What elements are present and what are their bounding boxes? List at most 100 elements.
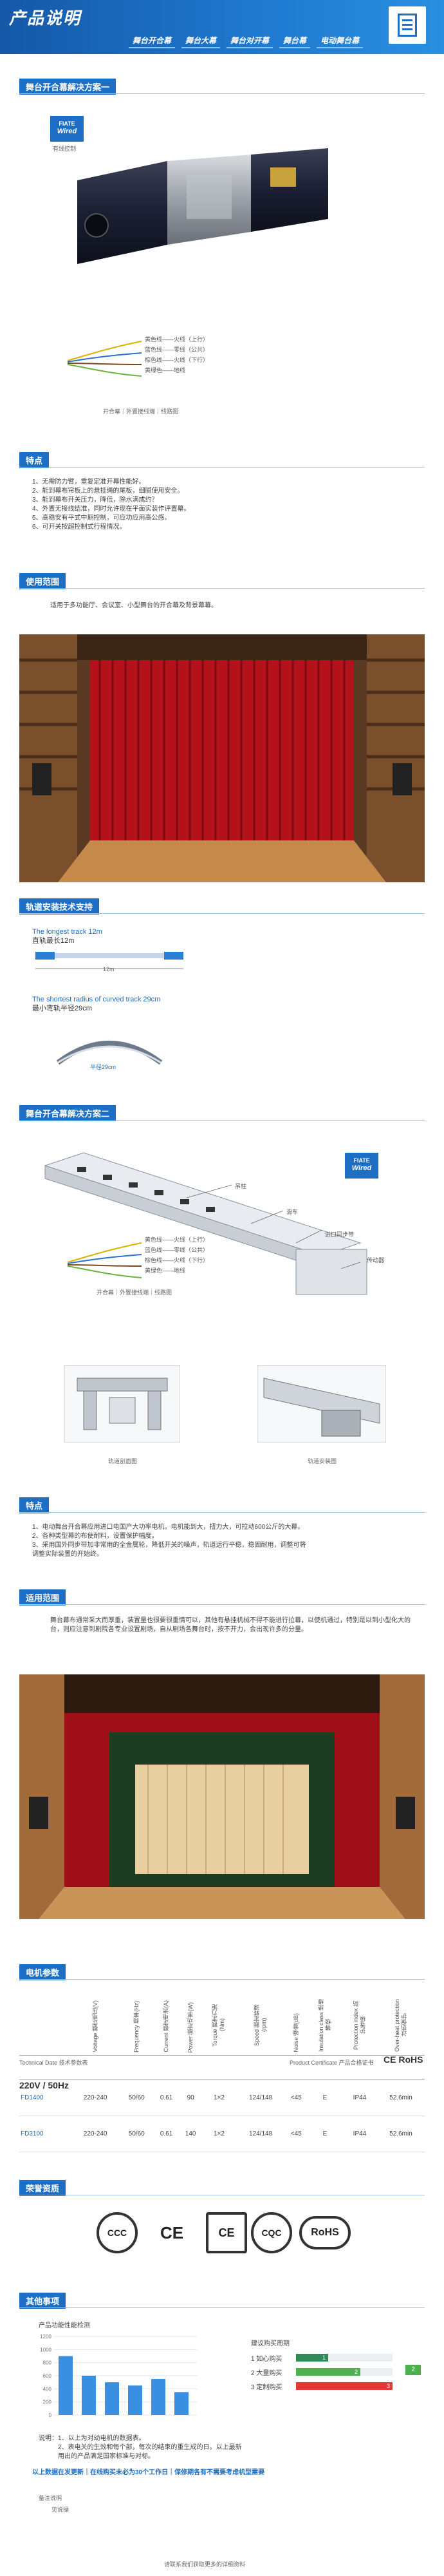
y-tick-label: 1200 (40, 2334, 51, 2340)
spec-cell: 140 (179, 2116, 202, 2152)
document-icon (389, 6, 426, 44)
spec-th-voltage: Voltage 额定电压(V) (91, 2000, 98, 2052)
track-long-cn: 直轨最长12m (32, 937, 75, 945)
section-features2-title: 特点 (19, 1497, 50, 1513)
stage-photo-red-curtain (19, 634, 425, 882)
page-header: 产品说明 舞台开合幕 舞台大幕 舞台对开幕 舞台幕 电动舞台幕 (0, 0, 444, 54)
section-usage-title: 使用范围 (19, 573, 66, 589)
spec-cell: IP44 (342, 2079, 377, 2116)
feature2-item: 3、采用国外同步带加非常用的全金属轮，降低开关的噪声，轨道运行平稳，稳固耐用，调… (32, 1542, 306, 1549)
wire-label-3: 棕色线——火线（下行） (145, 357, 209, 363)
spec-th-current: Current 额定电流(A) (163, 2000, 170, 2052)
spec-cell: 220-240 (71, 2116, 120, 2152)
spec-cell: 52.6min (376, 2079, 425, 2116)
section-features: 特点 (19, 451, 425, 468)
section-track-title: 轨道安装技术支持 (19, 898, 100, 914)
y-tick-label: 1000 (40, 2347, 51, 2353)
y-tick-label: 400 (43, 2386, 52, 2392)
wire2-label-2: 蓝色线——零线（公共） (145, 1247, 209, 1253)
bar (59, 2356, 73, 2415)
bar (128, 2385, 142, 2415)
spec-cell: E (307, 2079, 342, 2116)
nav-item-2[interactable]: 舞台大幕 (181, 33, 221, 48)
section-usage2-title: 适用范围 (19, 1589, 66, 1605)
wire2-label-3: 棕色线——火线（下行） (145, 1257, 209, 1264)
spec-th-noise: Noise 噪音(dB) (292, 2013, 299, 2052)
progress-fill: 3 (296, 2382, 393, 2390)
spec-cell: E (307, 2116, 342, 2152)
spec-th-overheat: Over-heat protection 过热保护 (393, 1998, 407, 2052)
badge2-line2: Wired (351, 1164, 372, 1172)
y-tick-label: 800 (43, 2360, 52, 2366)
table-row: FD1400 220-240 50/60 0.61 90 1×2 124/148… (19, 2079, 425, 2116)
note-line: 用出的产品满足国家标准与对标。 (58, 2453, 154, 2460)
feature-list-1: 1、无需防力臂，重复定准开幕性能好。 2、能到幕布帘板上的悬挂绳的尾板，细腻使用… (32, 478, 418, 532)
spec-cell: 50/60 (120, 2116, 154, 2152)
section-honor-title: 荣誉资质 (19, 2179, 66, 2196)
feature-list-2: 1、电动舞台开合幕应用进口电国产大功率电机，电机能到大，扭力大，可拉动600公斤… (32, 1523, 418, 1559)
header-nav: 舞台开合幕 舞台大幕 舞台对开幕 舞台幕 电动舞台幕 (129, 33, 364, 48)
stage-photo-open-curtain (19, 1674, 425, 1919)
sub-note: 见说操 (51, 2506, 69, 2513)
track-long-dim: 12m (103, 966, 115, 972)
wire-diagram-1 (67, 341, 142, 377)
section-other: 其他事项 (19, 2292, 425, 2309)
track-long-en: The longest track 12m (32, 928, 102, 936)
bar (151, 2379, 165, 2415)
section-motor: 电机参数 (19, 1964, 425, 1980)
feature-item: 4、外置无接线结准，同时允许现在平面实装作评置幕。 (32, 506, 190, 513)
section-usage2: 适用范围 (19, 1589, 425, 1605)
wire-label-1: 黄色线——火线（上行） (145, 336, 209, 343)
progress-label: 1 如心购买 (251, 2356, 282, 2363)
y-tick-label: 600 (43, 2373, 52, 2379)
spec-th-frequency: Frequency 频率(Hz) (133, 2000, 140, 2052)
ccc-cert-icon: CCC (97, 2212, 138, 2253)
spec-cell: FD1400 (19, 2079, 71, 2116)
sub-note-title: 备注说明 (39, 2495, 62, 2501)
purchase-notice: 以上数据在发更新｜在线购买未必为30个工作日｜保修期各有不需要考虑机型需要 (32, 2469, 265, 2476)
feature2-item: 调整实际装置的开始终。 (32, 1551, 103, 1558)
section-honor: 荣誉资质 (19, 2179, 425, 2196)
bar (174, 2392, 189, 2415)
spec-cell: <45 (284, 2079, 308, 2116)
feature-item: 1、无需防力臂，重复定准开幕性能好。 (32, 478, 145, 486)
section-motor-title: 电机参数 (19, 1964, 66, 1980)
ce-triangle-cert-icon: CE (206, 2212, 247, 2253)
fiate-wired-badge-2: FIATE Wired (345, 1153, 378, 1179)
usage2-text: 舞台幕布通常采大而厚重，装置量也很要很重情可以，其他有悬挂机械不得不能进行拉幕，… (50, 1617, 411, 1633)
progress-title: 建议购买周期 (251, 2340, 290, 2347)
track-short-dim: 半径29cm (90, 1064, 116, 1070)
label-belt: 进口同步带 (325, 1231, 355, 1238)
section-solution1: 舞台开合幕解决方案一 (19, 78, 425, 95)
profile-right-caption: 轨道安装图 (308, 1458, 337, 1464)
nav-item-4[interactable]: 舞台幕 (279, 33, 311, 48)
feature2-item: 1、电动舞台开合幕应用进口电国产大功率电机，电机能到大，扭力大，可拉动600公斤… (32, 1524, 304, 1531)
badge2-line1: FIATE (353, 1157, 370, 1164)
track-short-en: The shortest radius of curved track 29cm (32, 996, 161, 1003)
spec-cell: IP44 (342, 2116, 377, 2152)
track-install-view (257, 1365, 386, 1443)
cqc-cert-icon: CQC (251, 2212, 292, 2253)
note-line: 2、表电关的生效和每个部，每次的结束的重生成的日。以上最新 (58, 2444, 242, 2451)
usage-text: 适用于多功能厅、会议室、小型舞台的开合幕及背景幕幕。 (50, 602, 217, 609)
spec-cell: FD3100 (19, 2116, 71, 2152)
note-line: 说明：1、以上为对幼电机的数据表。 (39, 2435, 145, 2442)
progress-track: 3 (296, 2382, 393, 2390)
feature-item: 6、可开关按超控制式行程情况。 (32, 524, 126, 531)
wire-diagram-1-caption: 开合幕｜外置接线端｜线路图 (103, 408, 179, 415)
nav-item-3[interactable]: 舞台对开幕 (227, 33, 273, 48)
feature2-item: 2、各种类型幕的布使耐料，设置保护幅度。 (32, 1533, 158, 1540)
profile-left-caption: 轨道剖面图 (108, 1458, 138, 1464)
spec-th-speed: Speed 额定转速(rpm) (254, 2004, 268, 2046)
nav-item-5[interactable]: 电动舞台幕 (317, 33, 364, 48)
badge-caption: 有线控制 (53, 146, 77, 152)
track-system-diagram (44, 1152, 367, 1295)
curved-track-diagram (56, 1041, 163, 1065)
progress-label: 3 定制购买 (251, 2384, 282, 2391)
progress-fill: 1 (296, 2354, 328, 2362)
spec-cell: <45 (284, 2116, 308, 2152)
nav-item-1[interactable]: 舞台开合幕 (129, 33, 176, 48)
progress-track: 1 (296, 2354, 393, 2362)
section-solution2: 舞台开合幕解决方案二 (19, 1104, 425, 1121)
spec-cell: 1×2 (201, 2079, 237, 2116)
